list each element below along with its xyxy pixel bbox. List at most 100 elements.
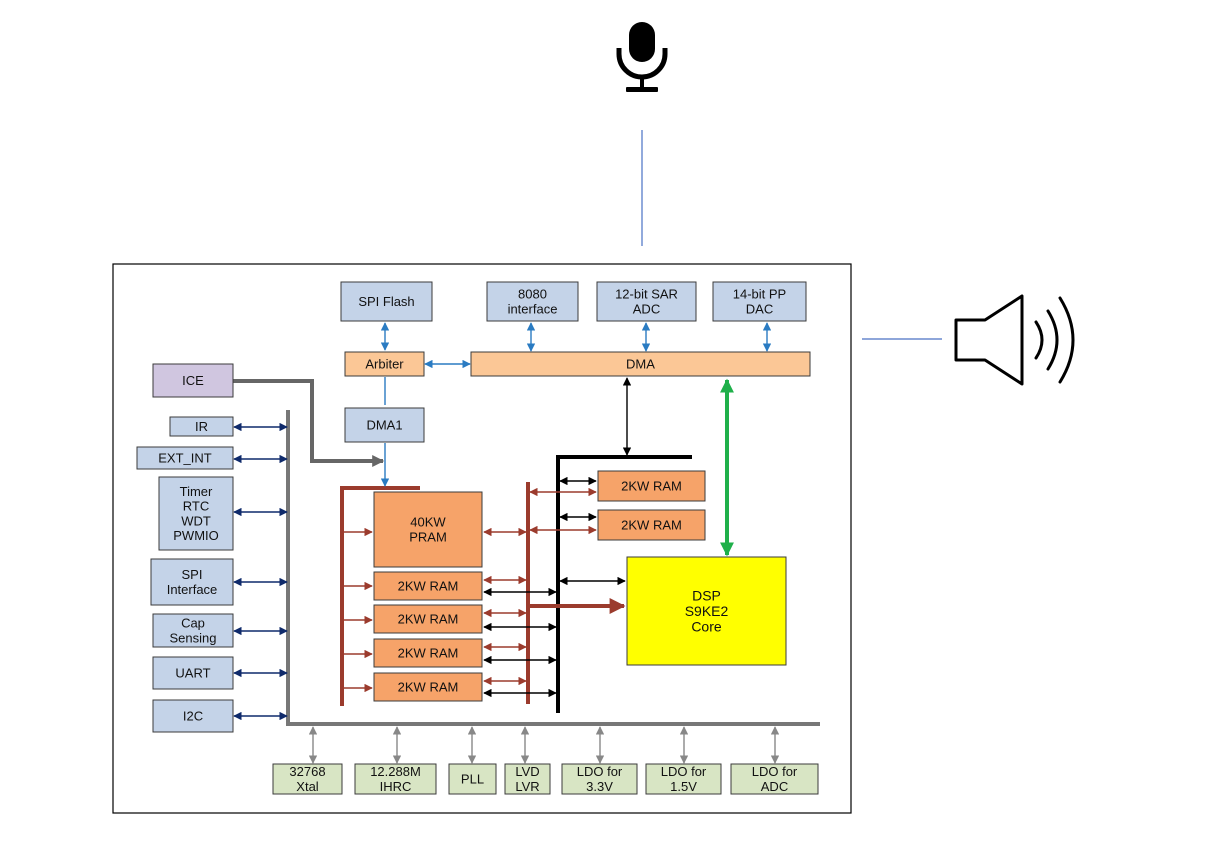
spi-flash-block-rect: [340, 281, 433, 322]
bottom-block-5-rect: [561, 763, 638, 795]
ice-block: ICE: [152, 363, 234, 398]
peripheral-block-7-label: I2C: [183, 709, 203, 724]
dac-block-label: DAC: [746, 301, 773, 316]
arbiter-block-rect: [344, 351, 425, 377]
chip-outline: [112, 263, 852, 814]
bottom-block-6-label: LDO for: [661, 764, 707, 779]
bottom-block-4-label: LVR: [515, 779, 539, 794]
ram-left-3: 2KW RAM: [373, 638, 483, 668]
ram-left-2-rect: [373, 604, 483, 634]
bottom-block-6-label: 1.5V: [670, 779, 697, 794]
connectors: [233, 322, 780, 764]
bottom-block-5-label: 3.3V: [586, 779, 613, 794]
ram-left-4-label: 2KW RAM: [398, 680, 459, 695]
dma-block-label: DMA: [626, 357, 655, 372]
peripheral-block-3-label: RTC: [183, 499, 209, 514]
bottom-block-4-rect: [504, 763, 551, 795]
ram-left-1-rect: [373, 571, 483, 601]
spi-flash-block: SPI Flash: [340, 281, 433, 322]
ram-right-1: 2KW RAM: [597, 470, 706, 502]
bottom-block-1-label: Xtal: [296, 779, 319, 794]
interface-8080-block-label: interface: [508, 301, 558, 316]
peripheral-block-6-label: UART: [175, 666, 210, 681]
bottom-block-7-rect: [730, 763, 819, 795]
arbiter-block-label: Arbiter: [365, 357, 404, 372]
ram-left-2-label: 2KW RAM: [398, 612, 459, 627]
bottom-block-4-label: LVD: [515, 764, 539, 779]
peripheral-block-1-rect: [169, 416, 234, 437]
peripheral-block-4-label: Interface: [167, 582, 218, 597]
dsp-core-block-label: S9KE2: [685, 603, 729, 619]
bottom-block-3-rect: [448, 763, 497, 795]
peripheral-block-7: I2C: [152, 699, 234, 733]
ram-right-2-label: 2KW RAM: [621, 518, 682, 533]
bottom-block-1-rect: [272, 763, 343, 795]
peripheral-bus: [286, 410, 820, 726]
dac-block-rect: [712, 281, 807, 322]
dsp-core-block-rect: [626, 556, 787, 666]
bottom-block-6-rect: [645, 763, 722, 795]
dsp-core-block-label: DSP: [692, 587, 721, 603]
interface-8080-block-rect: [486, 281, 579, 322]
ice-block-rect: [152, 363, 234, 398]
peripheral-block-5-rect: [152, 613, 234, 648]
ram-left-2: 2KW RAM: [373, 604, 483, 634]
ram-left-4-rect: [373, 672, 483, 702]
dma-block-rect: [470, 351, 811, 377]
spi-flash-block-label: SPI Flash: [358, 294, 414, 309]
dma1-block: DMA1: [344, 407, 425, 443]
bottom-block-5-label: LDO for: [577, 764, 623, 779]
ram-right-1-rect: [597, 470, 706, 502]
ram-left-3-label: 2KW RAM: [398, 646, 459, 661]
ram-right-2: 2KW RAM: [597, 509, 706, 541]
arbiter-block: Arbiter: [344, 351, 425, 377]
peripheral-block-3-label: WDT: [181, 513, 211, 528]
bottom-block-2-label: 12.288M: [370, 764, 421, 779]
peripheral-block-1: IR: [169, 416, 234, 437]
dma1-block-rect: [344, 407, 425, 443]
bottom-block-7-label: LDO for: [752, 764, 798, 779]
bottom-block-1-label: 32768: [289, 764, 325, 779]
bottom-block-2-rect: [354, 763, 437, 795]
peripheral-block-2-rect: [136, 446, 234, 470]
ram-right-2-rect: [597, 509, 706, 541]
adc-block-label: 12-bit SAR: [615, 287, 678, 302]
adc-block-rect: [596, 281, 697, 322]
bottom-block-3: PLL: [448, 763, 497, 795]
ram-left-1-label: 2KW RAM: [398, 579, 459, 594]
peripheral-block-3-label: PWMIO: [173, 528, 219, 543]
microphone-icon: [616, 22, 668, 92]
ram-right-1-label: 2KW RAM: [621, 479, 682, 494]
pram-block-rect: [373, 491, 483, 568]
peripheral-block-6: UART: [152, 656, 234, 690]
peripheral-block-3-rect: [158, 476, 234, 551]
peripheral-block-2-label: EXT_INT: [158, 451, 212, 466]
ice-block-label: ICE: [182, 373, 204, 388]
pram-block-label: 40KW: [410, 515, 446, 530]
pram-block-label: PRAM: [409, 529, 447, 544]
peripheral-block-4-rect: [150, 558, 234, 606]
bottom-block-2-label: IHRC: [380, 779, 412, 794]
peripheral-block-6-rect: [152, 656, 234, 690]
peripheral-block-5-label: Sensing: [170, 630, 217, 645]
dma1-block-label: DMA1: [366, 418, 402, 433]
peripheral-block-3-label: Timer: [180, 484, 213, 499]
peripheral-block-4-label: SPI: [182, 567, 203, 582]
peripheral-block-7-rect: [152, 699, 234, 733]
bottom-block-7-label: ADC: [761, 779, 788, 794]
bottom-block-3-label: PLL: [461, 772, 484, 787]
peripheral-block-5-label: Cap: [181, 616, 205, 631]
